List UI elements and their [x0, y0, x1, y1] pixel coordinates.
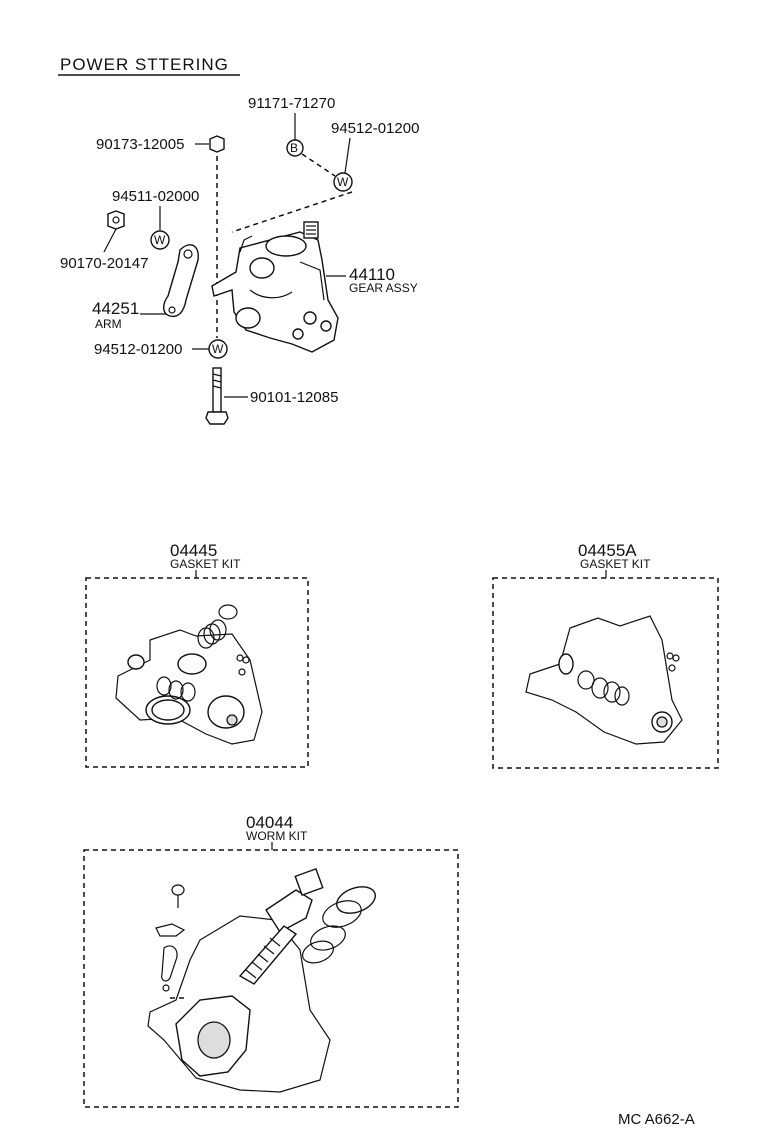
label-94512-01200-top: 94512-01200	[331, 120, 419, 137]
label-04455a-name: GASKET KIT	[580, 557, 651, 571]
label-04445-name: GASKET KIT	[170, 557, 241, 571]
nut-90170-hole	[112, 216, 120, 224]
pitman-arm	[163, 244, 199, 318]
label-94511-02000: 94511-02000	[112, 188, 199, 205]
marker-b-label: B	[290, 141, 298, 155]
kit-04044-box	[83, 849, 459, 1108]
kit-04445-drawing	[115, 604, 263, 745]
washer-w-lower-label: W	[212, 342, 224, 356]
gear-assy-drawing	[211, 221, 339, 353]
label-04455a: 04455A	[578, 541, 637, 560]
nut-90173	[209, 135, 225, 153]
label-04044-name: WORM KIT	[246, 829, 308, 843]
label-94512-01200-lower: 94512-01200	[94, 341, 182, 358]
leader-90170	[103, 228, 117, 253]
washer-w-lower	[208, 339, 228, 359]
kit-04455a-box	[492, 577, 719, 769]
kit-04445-box	[85, 577, 309, 768]
dash-to-gear	[231, 191, 353, 233]
washer-w-top-label: W	[337, 175, 349, 189]
washer-w-top	[333, 172, 353, 192]
bolt-90101	[205, 367, 229, 425]
washer-w-94511-label: W	[154, 233, 166, 247]
label-90173-12005: 90173-12005	[96, 136, 184, 153]
nut-90170	[107, 210, 125, 230]
kit-04044-drawing	[147, 867, 376, 1093]
washer-w-94511	[150, 230, 170, 250]
label-04044: 04044	[246, 813, 293, 832]
page-title: POWER STTERING	[60, 55, 229, 74]
leader-94512-top	[344, 137, 351, 174]
marker-b-circle	[286, 139, 304, 157]
dash-b-to-w	[301, 153, 336, 177]
arm-spline-hole	[183, 249, 193, 259]
label-44110-name: GEAR ASSY	[349, 281, 418, 295]
label-90170-20147: 90170-20147	[60, 255, 148, 272]
label-90101-12085: 90101-12085	[250, 389, 338, 406]
arm-ball-end	[168, 306, 176, 314]
label-04445: 04445	[170, 541, 217, 560]
label-44251: 44251	[92, 299, 139, 318]
label-44110: 44110	[349, 265, 395, 284]
label-44251-name: ARM	[95, 317, 122, 331]
kit-04455a-drawing	[525, 615, 683, 745]
footer-code: MC A662-A	[618, 1111, 695, 1128]
label-91171-71270: 91171-71270	[248, 95, 335, 112]
